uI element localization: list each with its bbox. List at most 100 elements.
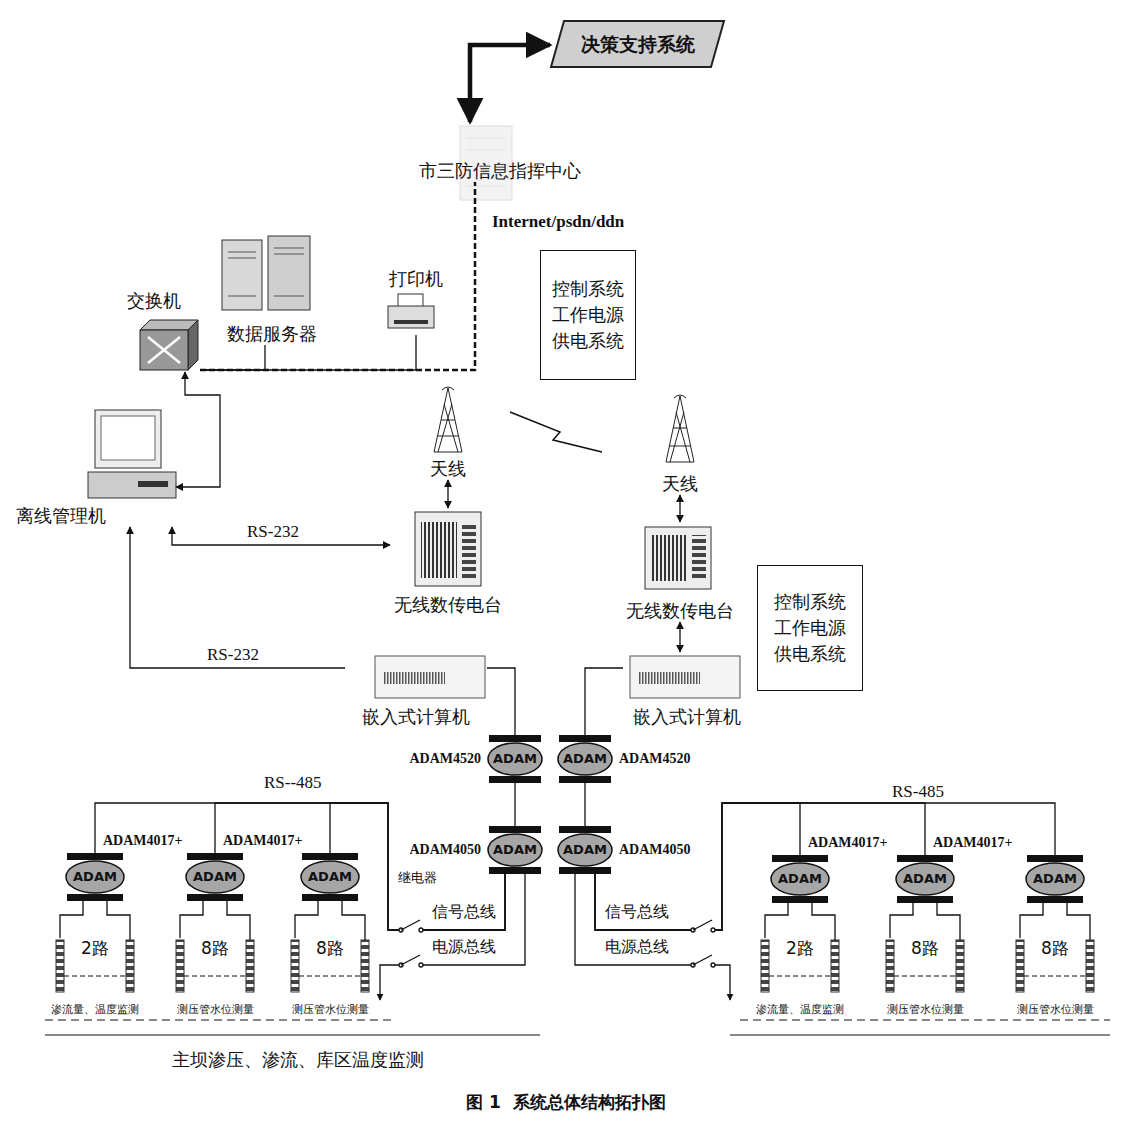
relay-blade <box>693 920 712 930</box>
ellipse-shape <box>488 834 542 866</box>
measurement-name: 测压管水位测量 <box>177 1003 254 1016</box>
module-brand: ADAM <box>308 869 352 885</box>
connector <box>595 803 1055 930</box>
sensor-dashed-link <box>64 976 126 977</box>
relay-contact <box>419 963 423 967</box>
channel-count: 8路 <box>201 938 229 958</box>
device-node: 无线数传电台 <box>390 508 506 616</box>
sensor-wire <box>342 901 365 940</box>
device-node: 打印机 <box>380 268 452 335</box>
antenna-icon <box>434 387 694 462</box>
printer-icon <box>388 294 434 328</box>
connector <box>176 372 220 487</box>
sensor-probe <box>176 940 184 992</box>
radio-body <box>645 527 711 589</box>
ellipse-shape <box>558 834 612 866</box>
sensor-probe <box>126 940 134 992</box>
node-label: 交换机 <box>127 290 181 312</box>
drive-slot <box>138 481 168 487</box>
module-model: ADAM4050 <box>409 842 481 859</box>
connector <box>95 803 505 930</box>
module-brand: ADAM <box>493 842 537 858</box>
connector <box>60 894 83 938</box>
ellipse-shape <box>186 861 244 893</box>
measurement-name: 渗流量、温度监测 <box>51 1003 139 1016</box>
sensor-group: 8路测压管水位测量 <box>870 938 980 1016</box>
switch-front <box>140 330 188 370</box>
switch-icon <box>140 320 198 370</box>
ellipse-shape <box>771 863 829 895</box>
bus-label: 信号总线 <box>603 903 671 921</box>
connector <box>679 622 680 652</box>
adam-module: ADAMADAM4017+ <box>65 860 125 894</box>
module-model: ADAM4017+ <box>808 835 888 852</box>
interface-label: RS-232 <box>205 645 261 665</box>
sensor-probe <box>886 940 894 992</box>
node-label: 控制系统 工作电源 供电系统 <box>551 276 625 354</box>
computer-icon <box>88 410 176 498</box>
connector <box>215 803 505 930</box>
sensor-probe <box>56 940 64 992</box>
measurement-name: 测压管水位测量 <box>887 1003 964 1016</box>
connector <box>584 776 585 833</box>
radio-grille <box>651 535 687 581</box>
bus-label: 电源总线 <box>603 938 671 956</box>
ellipse-shape <box>301 861 359 893</box>
module-brand: ADAM <box>563 751 607 767</box>
channel-count: 2路 <box>786 938 814 958</box>
bus-label: 电源总线 <box>430 938 498 956</box>
sensor-probe <box>1016 940 1024 992</box>
sensor-group: 8路测压管水位测量 <box>275 938 385 1016</box>
sensor-probe <box>361 940 369 992</box>
relay-contact <box>711 928 715 932</box>
module-cap <box>67 894 123 901</box>
node-label: 决策支持系统 <box>581 33 695 56</box>
power-bus-line <box>380 874 525 1000</box>
connector <box>130 527 345 668</box>
node-label: 无线数传电台 <box>626 600 734 622</box>
sensor-dashed-link <box>769 976 831 977</box>
antenna-tower <box>434 388 462 452</box>
ground-lines <box>45 1020 1110 1035</box>
embedded-computer-icon <box>375 656 740 698</box>
module-model: ADAM4017+ <box>223 833 303 850</box>
wireless-link-symbol <box>510 412 602 452</box>
decision-system-box: 决策支持系统 <box>550 20 725 68</box>
module-cap <box>559 867 611 874</box>
radio-grille <box>421 522 457 578</box>
relay-blade <box>401 920 420 930</box>
ellipse-shape <box>558 743 612 775</box>
section-label: 主坝渗压、渗流、库区温度监测 <box>170 1050 426 1071</box>
ellipse-shape <box>1026 863 1084 895</box>
ellipse-shape <box>66 861 124 893</box>
sensor-dashed-link <box>299 976 361 977</box>
sensor-probe <box>831 940 839 992</box>
module-cap <box>302 894 358 901</box>
server-slots <box>228 248 304 296</box>
bus-label: RS-485 <box>890 782 946 802</box>
module-brand: ADAM <box>778 871 822 887</box>
device-node: 市三防信息指挥中心 <box>395 122 605 182</box>
node-label: 离线管理机 <box>16 505 106 527</box>
relay-gap <box>691 926 715 934</box>
node-label: 天线 <box>430 458 466 480</box>
bus-label: 信号总线 <box>430 903 498 921</box>
embedded-band <box>638 672 700 684</box>
ellipse-shape <box>896 863 954 895</box>
adam-module: ADAMADAM4017+ <box>185 860 245 894</box>
baseline <box>45 1035 1110 1036</box>
relay-blade <box>693 955 712 965</box>
connector <box>595 803 800 930</box>
embedded-band <box>383 672 445 684</box>
channel-count: 8路 <box>911 938 939 958</box>
device-node: 离线管理机 <box>16 405 176 527</box>
connector <box>200 182 475 370</box>
power-supply-box: 控制系统 工作电源 供电系统 <box>757 565 863 691</box>
module-model: ADAM4050 <box>619 842 691 859</box>
node-label: 数据服务器 <box>227 323 317 345</box>
module-cap <box>1027 896 1083 903</box>
relay-contact <box>419 928 423 932</box>
device-node: 嵌入式计算机 <box>345 652 487 728</box>
adam-module: ADAMADAM4520 <box>487 742 543 776</box>
